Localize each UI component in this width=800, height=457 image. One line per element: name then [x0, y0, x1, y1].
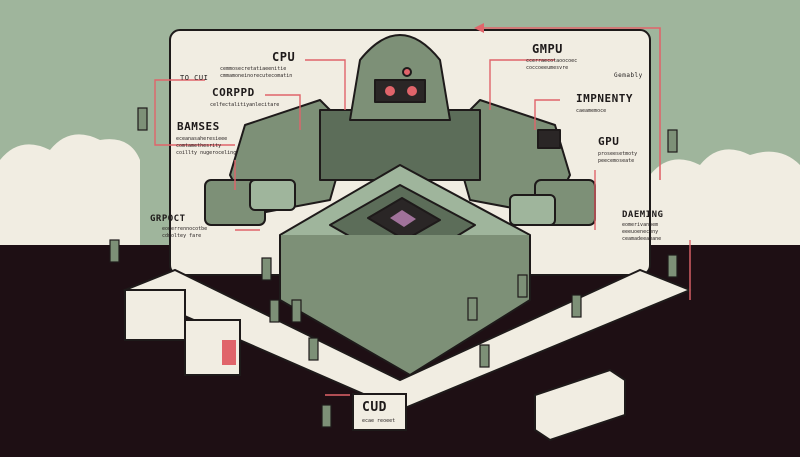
cud-box: [352, 393, 407, 431]
sublabel-grpoct-1: eonerrennocotbe: [162, 226, 208, 232]
soldier-3: [109, 239, 120, 263]
label-cud: CUD: [362, 400, 387, 415]
label-cpu: CPU: [272, 50, 296, 64]
monitor-left: [124, 289, 186, 341]
soldier-10: [571, 294, 582, 318]
sublabel-daeming-1: eomerivanoem: [622, 222, 659, 228]
robot-hand-right: [509, 194, 556, 226]
sublabel-cpu-1: cemmosecretatiaeenitie: [220, 66, 287, 72]
shoulder-patch: [537, 129, 561, 149]
label-grpoct: GRPOCT: [150, 214, 186, 224]
chip-icon: [279, 164, 531, 376]
connector-gmpu: [489, 59, 555, 110]
sublabel-bamses-3: coillty nugeroceling: [176, 150, 237, 156]
connector-to-cui: [154, 79, 235, 146]
top-flow-line: [480, 27, 661, 180]
sublabel-corppd-1: celfectalitiyanlecitare: [210, 102, 280, 108]
connector-impnenty: [534, 99, 560, 130]
label-bamses: BAMSES: [177, 120, 220, 133]
sublabel-gpu-1: proseesetmoty: [598, 151, 638, 157]
soldier-9: [517, 274, 528, 298]
sublabel-daeming-3: ceamadeeamane: [622, 236, 662, 242]
arrow-head-icon: [474, 23, 484, 33]
sublabel-bamses-1: eceanasaheresieee: [176, 136, 228, 142]
soldier-8: [467, 297, 478, 321]
soldier-1: [137, 107, 148, 131]
robot-figure: [204, 34, 596, 226]
soldier-11: [667, 254, 678, 278]
sublabel-gmpu-1: ccerraecotaoocoec: [526, 58, 578, 64]
soldier-5: [269, 299, 280, 323]
soldier-4: [261, 257, 272, 281]
cloud-left: [0, 134, 140, 260]
connector-cpu: [305, 59, 346, 110]
server-unit: [534, 368, 626, 442]
soldier-7: [308, 337, 319, 361]
cloud-right: [650, 149, 800, 260]
soldier-12: [321, 404, 332, 428]
soldier-2: [667, 129, 678, 153]
sublabel-cud-1: ecae reoeet: [362, 418, 396, 424]
sublabel-grpoct-2: cdmoltey fare: [162, 233, 202, 239]
label-corppd: CORPPD: [212, 86, 255, 99]
soldier-6: [291, 299, 302, 323]
label-gemably: Gemably: [614, 72, 643, 79]
robot-visor-icon: [374, 79, 426, 103]
sublabel-impnenty-1: caeamemoce: [576, 108, 607, 114]
sublabel-gpu-2: peecemoseate: [598, 158, 635, 164]
sublabel-daeming-2: eeeuoeneceny: [622, 229, 659, 235]
label-gpu: GPU: [598, 135, 620, 148]
sublabel-cpu-2: cmmamoneinorecutecomatin: [220, 73, 293, 79]
robot-eye-left: [385, 86, 395, 96]
connector-lines: [154, 59, 691, 396]
label-impnenty: IMPNENTY: [576, 92, 633, 105]
label-gmpu: GMPU: [532, 42, 563, 56]
monitor-icon: [124, 289, 241, 376]
soldier-icon: [109, 107, 678, 428]
server-icon: [534, 368, 626, 442]
soldier-13: [479, 344, 490, 368]
robot-hand-left: [249, 179, 296, 211]
sublabel-gmpu-2: coccoeeumesvre: [526, 65, 569, 71]
helmet-light: [402, 67, 412, 77]
robot-eye-right: [407, 86, 417, 96]
connector-corppd: [265, 94, 301, 130]
sublabel-bamses-2: comtamethesrity: [176, 143, 222, 149]
label-daeming: DAEMING: [622, 210, 664, 220]
monitor-screen-accent: [222, 340, 236, 365]
chip-core-highlight: [390, 210, 416, 227]
label-to-cui: TO CUI: [180, 74, 209, 82]
